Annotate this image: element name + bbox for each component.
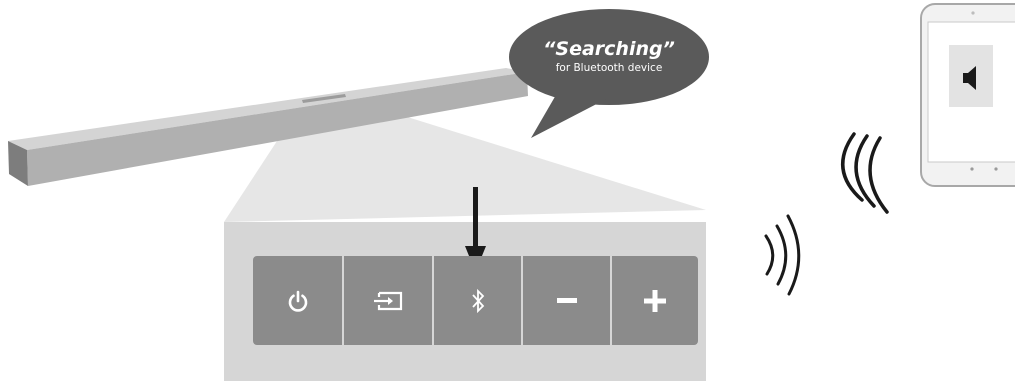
speech-bubble xyxy=(509,9,709,138)
volume-down-button[interactable] xyxy=(523,256,610,345)
bluetooth-icon xyxy=(471,288,484,313)
volume-up-icon xyxy=(644,289,666,312)
zoom-projection xyxy=(224,106,706,222)
bubble-subtitle: for Bluetooth device xyxy=(555,62,663,74)
input-source-icon xyxy=(374,291,403,310)
power-button[interactable] xyxy=(253,256,342,345)
volume-up-button[interactable] xyxy=(612,256,698,345)
soundbar-control-strip xyxy=(302,94,346,103)
power-icon xyxy=(288,290,307,312)
soundbar xyxy=(8,68,528,186)
soundbar-top-face xyxy=(8,68,527,150)
soundbar-end-face xyxy=(8,141,28,186)
input-source-button[interactable] xyxy=(344,256,432,345)
speaker-icon xyxy=(963,66,976,90)
smartphone xyxy=(920,3,1015,187)
sound-waves-incoming xyxy=(841,132,889,214)
volume-down-icon xyxy=(556,297,577,303)
sound-waves-outgoing xyxy=(764,214,801,296)
bluetooth-button[interactable] xyxy=(434,256,521,345)
bubble-title: “Searching” xyxy=(543,38,675,60)
soundbar-front-face xyxy=(27,72,528,186)
